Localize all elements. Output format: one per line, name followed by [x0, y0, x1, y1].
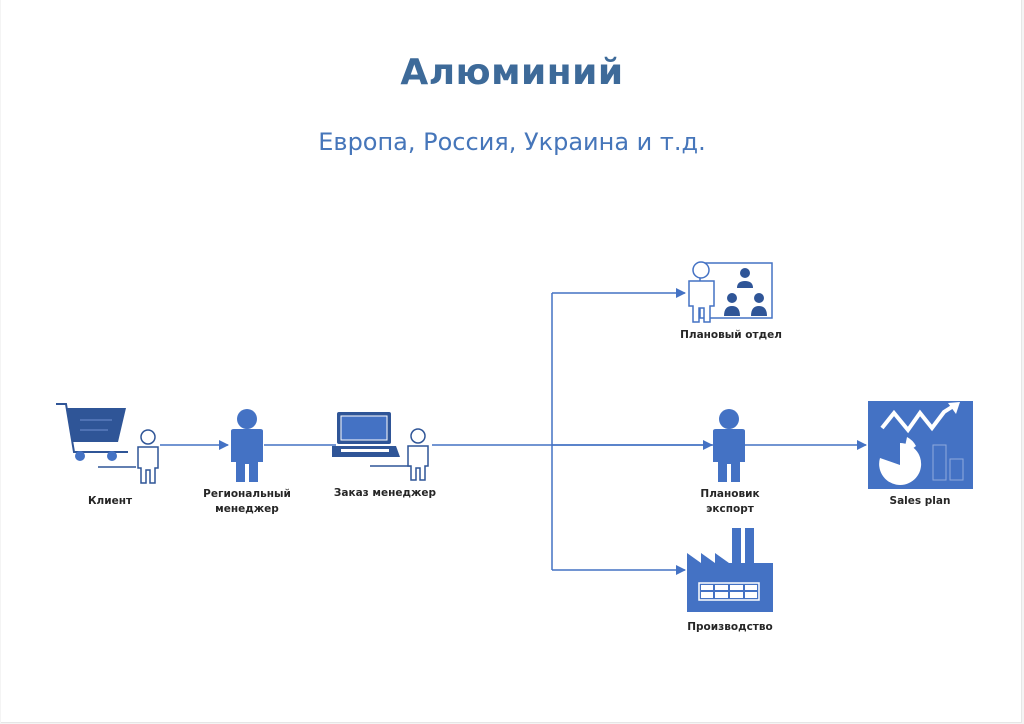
page-subtitle: Европа, Россия, Украина и т.д. — [318, 128, 706, 156]
client-label: Клиент — [87, 495, 133, 507]
presentation-team-icon[interactable] — [688, 261, 773, 323]
trend-line-icon — [880, 403, 957, 434]
factory-windows — [698, 582, 760, 601]
laptop-person-icon[interactable] — [332, 412, 429, 481]
person-outline-icon — [137, 429, 159, 484]
export-planner-icon[interactable] — [713, 409, 745, 482]
factory-icon[interactable] — [687, 528, 773, 612]
laptop-icon — [332, 412, 410, 467]
pie-chart-icon — [879, 437, 922, 485]
person-outline-icon — [688, 261, 715, 323]
export-planner-label-line2: экспорт — [706, 503, 754, 515]
page-title: Алюминий — [400, 52, 624, 93]
sales-plan-label: Sales plan — [889, 495, 951, 507]
dashboard-chart-icon[interactable] — [868, 401, 973, 489]
team-icon — [724, 268, 767, 316]
production-label: Производство — [687, 621, 773, 633]
export-planner-label-line1: Плановик — [700, 488, 760, 500]
shopping-cart-icon — [56, 403, 136, 468]
person-outline-icon — [407, 428, 429, 481]
regional-manager-icon[interactable] — [231, 409, 263, 482]
connectors — [160, 288, 867, 575]
shopping-cart-person-icon[interactable] — [56, 403, 159, 484]
regional-manager-label-line1: Региональный — [203, 488, 291, 500]
regional-manager-label: Региональный менеджер — [197, 487, 297, 517]
bar-chart-icon — [932, 444, 964, 481]
export-planner-label: Плановик экспорт — [680, 487, 780, 517]
planning-department-label: Плановый отдел — [680, 329, 782, 341]
regional-manager-label-line2: менеджер — [215, 503, 279, 515]
order-manager-label: Заказ менеджер — [333, 487, 437, 499]
